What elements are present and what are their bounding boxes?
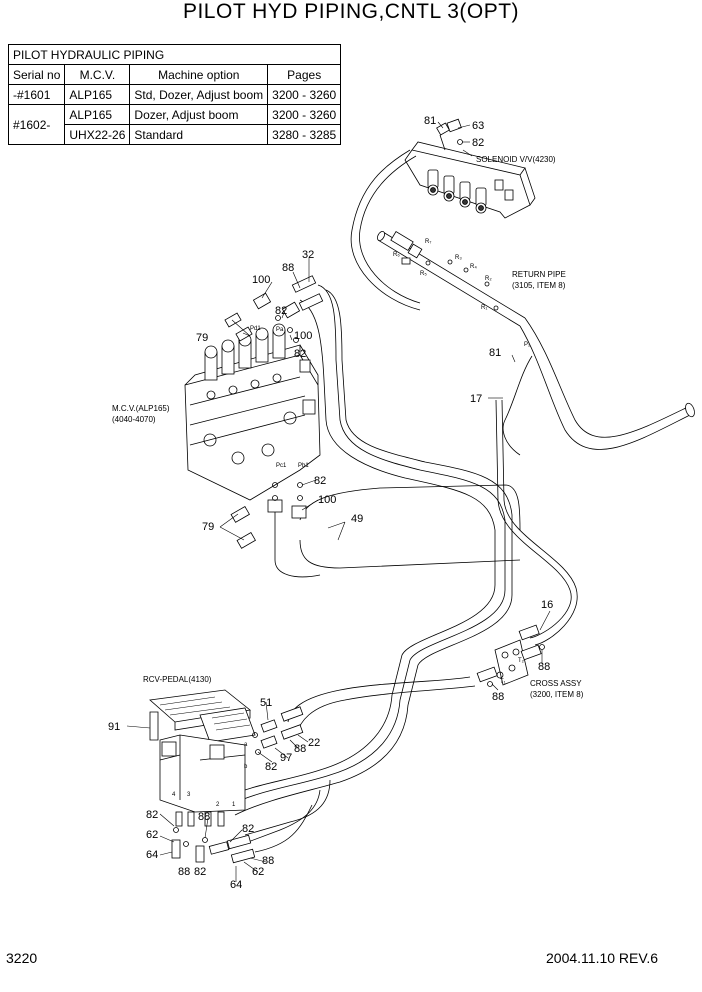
callout-82: 82: [146, 809, 158, 821]
return-pipe-label: RETURN PIPE: [512, 270, 566, 279]
callout-82: 82: [242, 823, 254, 835]
component-labels: SOLENOID V/V(4230) RETURN PIPE (3105, IT…: [112, 155, 584, 699]
callout-82: 82: [265, 761, 277, 773]
callout-82: 82: [294, 348, 306, 360]
callout-100: 100: [294, 330, 312, 342]
mcv-lower-fittings: [230, 482, 307, 549]
callout-51: 51: [260, 697, 272, 709]
callout-82: 82: [275, 305, 287, 317]
port-p2: P₂: [524, 342, 531, 348]
header-serial: Serial no: [7, 64, 66, 85]
cell-pages: 3200 - 3260: [267, 84, 342, 105]
cell-mcv: UHX22-26: [64, 124, 131, 145]
pedal-port-1: 1: [232, 802, 236, 808]
callout-64: 64: [146, 849, 158, 861]
cross-assy-label: CROSS ASSY: [530, 679, 582, 688]
callout-22: 22: [308, 737, 320, 749]
callout-62: 62: [146, 829, 158, 841]
port-r2: R₂: [485, 276, 492, 282]
page-number: 3220: [6, 950, 38, 966]
callout-82: 82: [194, 866, 206, 878]
pedal-port-b: b: [244, 764, 248, 770]
callout-82: 82: [472, 137, 484, 149]
cell-pages: 3280 - 3285: [267, 124, 342, 145]
callout-16: 16: [541, 599, 553, 611]
callout-64: 64: [230, 879, 242, 891]
callout-49: 49: [351, 513, 363, 525]
mcv-upper-fittings: [224, 275, 324, 343]
port-r3: R₃: [455, 255, 462, 261]
callout-79: 79: [196, 332, 208, 344]
callout-88: 88: [178, 866, 190, 878]
port-pc1: Pc1: [276, 463, 287, 469]
rcv-pedal-label: RCV-PEDAL(4130): [143, 675, 212, 684]
pedal-fittings: [171, 706, 304, 864]
cell-option: Dozer, Adjust boom: [129, 104, 269, 125]
port-pa: Pa: [276, 327, 284, 333]
table-row: UHX22-26 Standard 3280 - 3285: [9, 124, 342, 145]
pilot-hoses-mcv: [299, 284, 578, 706]
port-r4: R₄: [470, 264, 477, 270]
callout-81: 81: [489, 347, 501, 359]
mcv-label: M.C.V.(ALP165): [112, 404, 170, 413]
callout-17: 17: [470, 393, 482, 405]
callout-97: 97: [280, 752, 292, 764]
callout-88: 88: [198, 811, 210, 823]
hose-49: [274, 484, 521, 578]
return-pipe-ref: (3105, ITEM 8): [512, 281, 566, 290]
port-pb1: Pb1: [298, 463, 309, 469]
callout-91: 91: [108, 721, 120, 733]
part-callouts: 81 63 82 32 88 100 82 100 82 79 81 17 82…: [108, 115, 553, 891]
pedal-port-4: 4: [172, 792, 176, 798]
callout-79: 79: [202, 521, 214, 533]
callout-82: 82: [314, 475, 326, 487]
callout-88: 88: [538, 661, 550, 673]
pedal-port-3: 3: [187, 792, 191, 798]
cross-assy-ref: (3200, ITEM 8): [530, 690, 584, 699]
cell-serial: -#1601: [7, 84, 66, 105]
cell-option: Std, Dozer, Adjust boom: [129, 84, 269, 105]
mcv-ref: (4040-4070): [112, 415, 156, 424]
solenoid-label: SOLENOID V/V(4230): [476, 155, 556, 164]
callout-81: 81: [424, 115, 436, 127]
large-hoses: [350, 149, 695, 456]
callout-63: 63: [472, 120, 484, 132]
port-r1: R₁: [481, 305, 487, 311]
callout-62: 62: [252, 866, 264, 878]
callout-100: 100: [318, 494, 336, 506]
leader-lines: [126, 121, 551, 882]
rcv-pedal: [149, 689, 256, 827]
port-r6: R₆: [393, 252, 400, 258]
fitting-81-63: [436, 118, 463, 151]
mcv-block: [184, 323, 321, 501]
cell-serial: #1602-: [7, 104, 66, 145]
pedal-port-a: a: [244, 742, 248, 748]
callout-88: 88: [282, 262, 294, 274]
port-t2: T₂: [518, 658, 525, 664]
revision-date: 2004.11.10 REV.6: [546, 950, 659, 966]
port-r7: R₇: [425, 239, 431, 245]
callout-88: 88: [294, 743, 306, 755]
cell-option: Standard: [129, 124, 269, 145]
callout-88: 88: [262, 855, 274, 867]
cross-assy: [476, 624, 545, 687]
callout-100: 100: [252, 274, 270, 286]
callout-32: 32: [302, 249, 314, 261]
pilot-piping-table: PILOT HYDRAULIC PIPING Serial no M.C.V. …: [7, 44, 342, 145]
port-t1: T₁: [500, 679, 506, 685]
port-labels: Pd1 Pa Pc1 Pb1 R₇ R₆ R₅ R₃ R₄ R₂ R₁ P₂ T…: [172, 239, 531, 808]
solenoid-valve: [404, 141, 536, 219]
page-title: PILOT HYD PIPING,CNTL 3(OPT): [182, 0, 520, 23]
callout-88: 88: [492, 691, 504, 703]
port-pd1: Pd1: [250, 326, 261, 332]
pedal-port-2: 2: [216, 802, 220, 808]
port-r5: R₅: [420, 271, 427, 277]
return-pipe: [376, 231, 526, 327]
